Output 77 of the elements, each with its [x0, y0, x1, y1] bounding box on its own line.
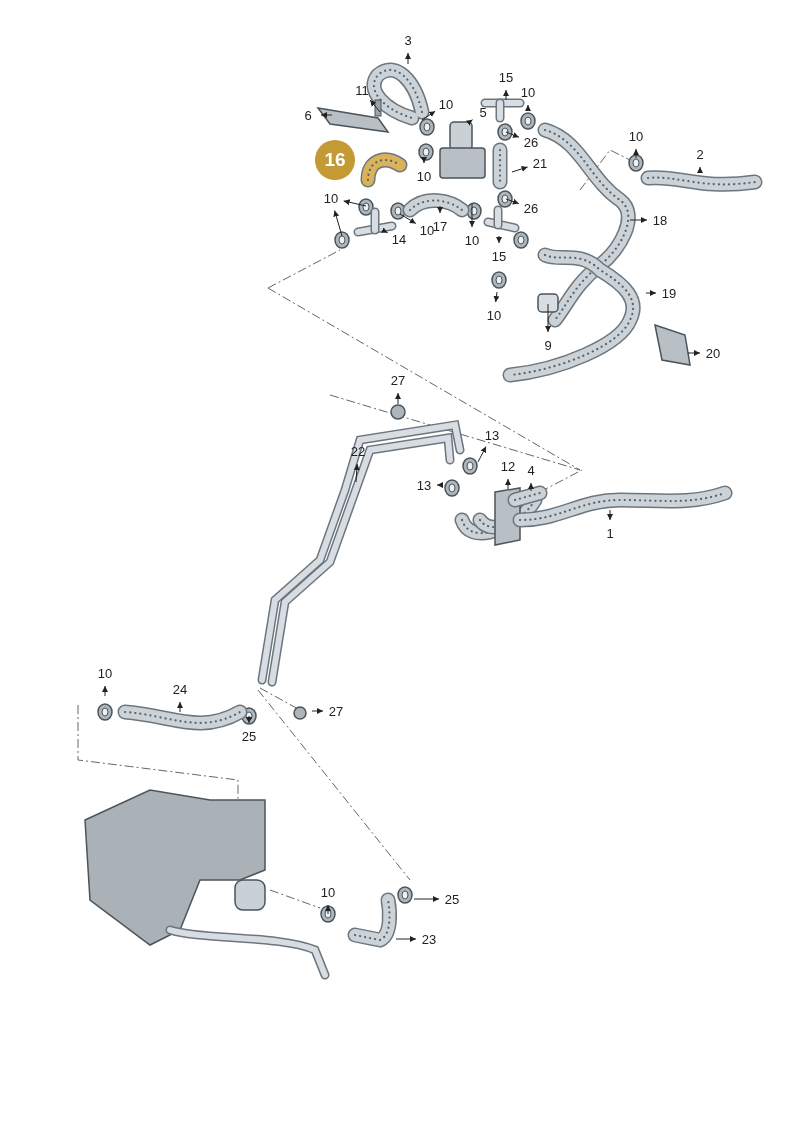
leader-line: [496, 235, 502, 244]
leader-line: [511, 165, 529, 173]
callout-number: 15: [491, 248, 507, 264]
callout-number: 26: [523, 134, 539, 150]
callout-number: 13: [484, 427, 500, 443]
leader-line: [687, 350, 701, 356]
leader-line: [405, 52, 411, 65]
leader-line: [102, 685, 108, 697]
leader-line: [320, 112, 333, 118]
leader-line: [469, 203, 475, 228]
callout-number: 22: [350, 443, 366, 459]
leader-line: [503, 89, 509, 101]
leader-line: [505, 198, 520, 205]
leader-line: [528, 482, 534, 492]
callout-number: 13: [416, 477, 432, 493]
callout-number: 10: [486, 307, 502, 323]
leader-line: [545, 303, 551, 333]
callout-number: 26: [523, 200, 539, 216]
leader-line: [436, 482, 443, 488]
leader-line: [177, 701, 183, 713]
callout-number: 14: [391, 231, 407, 247]
leader-line: [325, 904, 331, 915]
leader-line: [380, 227, 389, 234]
highlighted-callout-number: 16: [315, 140, 355, 180]
callout-number: 21: [532, 155, 548, 171]
callout-number: 10: [416, 168, 432, 184]
callout-number: 6: [304, 107, 312, 123]
callout-number: 27: [328, 703, 344, 719]
callout-number: 10: [628, 128, 644, 144]
callout-number: 5: [479, 104, 487, 120]
callout-number: 20: [705, 345, 721, 361]
leader-line: [505, 478, 511, 490]
callout-number: 10: [323, 190, 339, 206]
callout-number: 19: [661, 285, 677, 301]
leader-line: [421, 157, 427, 164]
callout-number: 9: [544, 337, 552, 353]
leader-line: [369, 99, 381, 113]
leader-line: [413, 896, 440, 902]
callout-number: 10: [438, 96, 454, 112]
callout-number: 3: [404, 32, 412, 48]
callout-number: 10: [97, 665, 113, 681]
leader-line: [311, 708, 324, 714]
callout-number: 2: [696, 146, 704, 162]
callout-number: 15: [498, 69, 514, 85]
leader-line: [395, 392, 401, 405]
callout-number: 18: [652, 212, 668, 228]
leader-line: [505, 131, 520, 138]
callout-number: 10: [419, 222, 435, 238]
callout-number: 23: [421, 931, 437, 947]
callout-number: 24: [172, 681, 188, 697]
leader-line: [493, 291, 500, 303]
leader-line: [465, 119, 473, 126]
leader-line: [395, 936, 417, 942]
leader-line: [607, 509, 613, 521]
callout-number: 1: [606, 525, 614, 541]
leader-line: [645, 290, 657, 296]
leader-line: [477, 446, 487, 463]
leader-line: [343, 199, 367, 207]
leader-line: [697, 166, 703, 173]
leader-line: [629, 217, 648, 223]
callout-number: 25: [241, 728, 257, 744]
leader-line: [353, 463, 360, 483]
callout-number: 4: [527, 462, 535, 478]
leader-line: [333, 210, 343, 237]
leader-line: [399, 213, 417, 224]
callout-number: 27: [390, 372, 406, 388]
leader-line: [437, 205, 443, 214]
leader-line: [421, 110, 436, 121]
leader-line: [633, 148, 639, 159]
callout-number: 12: [500, 458, 516, 474]
callout-number: 10: [320, 884, 336, 900]
callout-number: 11: [355, 82, 369, 98]
callout-number: 10: [464, 232, 480, 248]
callout-number: 25: [444, 891, 460, 907]
leader-line: [246, 715, 252, 724]
leader-line: [525, 104, 531, 111]
callout-number: 10: [520, 84, 536, 100]
